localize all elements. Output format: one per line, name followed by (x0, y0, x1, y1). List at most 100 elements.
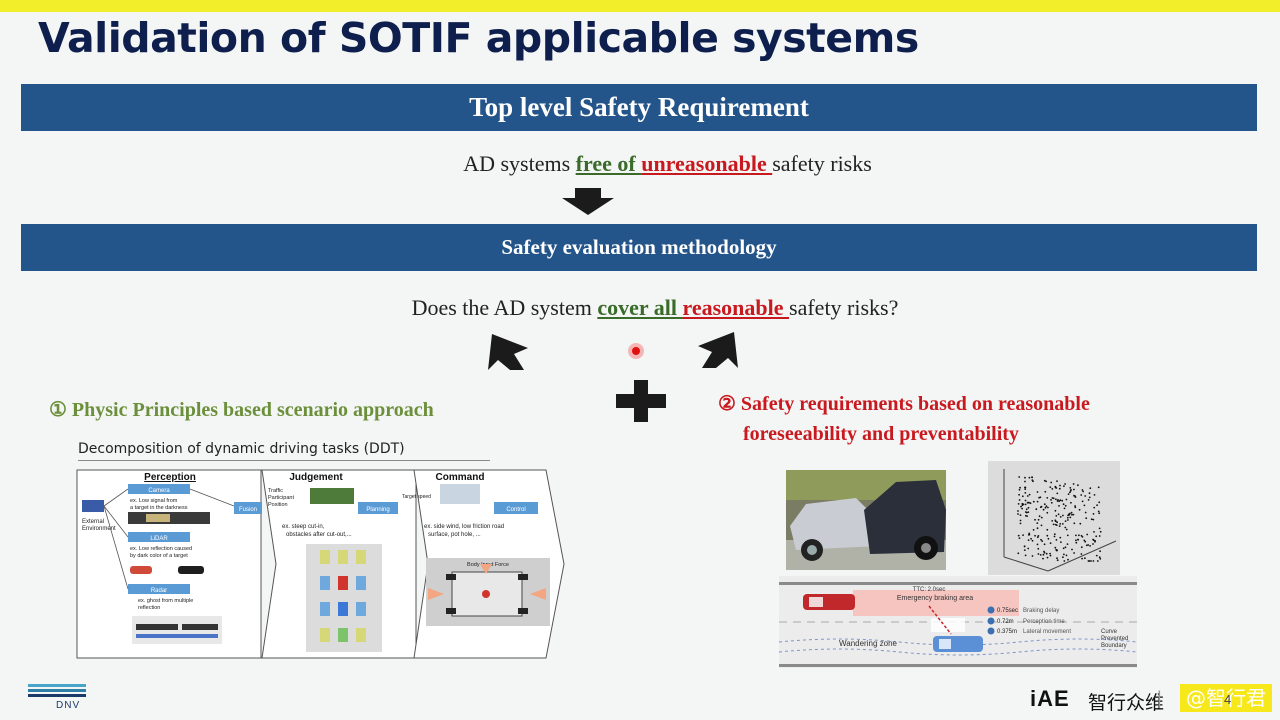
scatter-dot (1017, 503, 1020, 505)
scatter-dot (1036, 500, 1039, 503)
scatter-dot (1081, 500, 1084, 503)
scatter-dot (1046, 511, 1049, 514)
scatter-dot (1037, 547, 1040, 550)
scatter-dot (1062, 547, 1065, 550)
scatter-dot (1051, 520, 1054, 522)
command-example-2: surface, pot hole, ... (428, 532, 481, 538)
evaluation-methodology-band: Safety evaluation methodology (21, 224, 1257, 271)
scatter-dot (1037, 553, 1040, 555)
approach2-line2: foreseeability and preventability (743, 423, 1019, 445)
scatter-dot (1041, 540, 1044, 542)
scatter-dot (1019, 519, 1022, 522)
scatter-dot (1039, 554, 1042, 556)
scatter-dot (1098, 527, 1101, 530)
scatter-dot (1049, 552, 1051, 555)
scatter-dot (1073, 488, 1075, 491)
scatter-dot (1089, 545, 1091, 547)
scatter-dot (1097, 510, 1100, 513)
scatter-dot (1027, 506, 1030, 509)
scatter-dot (1066, 534, 1069, 537)
scatter-dot (1061, 523, 1064, 525)
lateral-movement-text: Lateral movement (1023, 629, 1071, 635)
scatter-dot (1028, 501, 1030, 504)
scatter-dot (1067, 493, 1070, 495)
lateral-movement-value: 0.375m (997, 629, 1017, 635)
scatter-dot (1086, 533, 1089, 536)
scatter-dot (1069, 490, 1072, 492)
scatter-dot (1046, 534, 1049, 537)
scatter-dot (1095, 554, 1098, 557)
scatter-dot (1077, 538, 1079, 541)
scatter-dot (1057, 513, 1060, 516)
scatter-dot (1080, 546, 1083, 549)
scatter-dot (1059, 499, 1062, 502)
scatter-dot (1094, 540, 1096, 543)
scatter-dot (1017, 552, 1020, 555)
scatter-dot (1022, 534, 1024, 536)
scatter-dot (1026, 495, 1029, 497)
scatter-dot (1024, 503, 1027, 506)
scatter-dot (1052, 497, 1055, 500)
traffic-label-3: Position (268, 502, 288, 508)
braking-area-label: Emergency braking area (897, 595, 973, 602)
scatter-dot (1067, 519, 1069, 521)
scatter-dot (1071, 513, 1073, 516)
scatter-dot (1035, 508, 1038, 511)
red-car-image (130, 566, 152, 574)
scatter-dot (1031, 476, 1034, 479)
scatter-dot (1047, 506, 1049, 509)
camera-example-1: ex. Low signal from (130, 498, 178, 504)
scatter-dot (1072, 483, 1075, 485)
scatter-dot (1049, 542, 1052, 545)
down-arrow-icon (562, 188, 614, 215)
scatter-dot (1080, 494, 1083, 496)
ddt-title-rule (78, 460, 490, 461)
lidar-box (128, 532, 190, 542)
scatter-dot (1027, 511, 1030, 513)
scatter-dot (1038, 496, 1040, 499)
scatter-dot (1095, 535, 1098, 538)
scatter-dot (1096, 504, 1098, 507)
scatter-dot (1071, 548, 1073, 551)
scatter-dot (1085, 517, 1088, 520)
scatter-dot (1053, 533, 1056, 536)
external-label-1: External (82, 519, 104, 525)
scatter-dot (1036, 543, 1039, 546)
scatter-dot (1063, 507, 1066, 510)
scatter-dot (1025, 508, 1028, 511)
radar-car-2 (182, 624, 218, 630)
scatter-dot (1066, 543, 1069, 545)
scatter-dot (1023, 545, 1026, 548)
radar-road (136, 634, 218, 638)
scatter-dot (1017, 513, 1019, 515)
scatter-dot (1053, 535, 1056, 538)
scatter-dot (1024, 480, 1026, 483)
braking-delay-text: Braking delay (1023, 608, 1059, 614)
scatter-dot (1021, 502, 1024, 505)
scatter-dot (1046, 556, 1049, 559)
scatter-dot (1018, 476, 1021, 478)
dnv-logo-text: DNV (56, 700, 81, 711)
scatter-dot (1099, 557, 1102, 560)
traffic-label-2: Participant (268, 495, 294, 501)
scatter-dot (1064, 504, 1067, 507)
scatter-dot (1028, 493, 1031, 496)
environment-image (82, 500, 104, 512)
planning-label: Planning (366, 507, 389, 513)
scatter-dot (1032, 500, 1035, 503)
scatter-dot (1084, 557, 1086, 560)
scatter-dot (1029, 502, 1032, 505)
scatter-dot (1098, 512, 1101, 515)
scatter-dot (1060, 541, 1062, 543)
scatter-dot (1063, 553, 1065, 556)
scatter-dot (1044, 490, 1047, 493)
target-speed-label: Target speed (402, 494, 431, 500)
scatter-dot (1087, 560, 1090, 562)
scatter-dot (1089, 487, 1092, 490)
scatter-dot (1056, 480, 1058, 482)
scatter-dot (1058, 500, 1061, 503)
scatter-dot (1063, 485, 1065, 487)
scatter-dot (1081, 557, 1083, 560)
control-label: Control (506, 507, 525, 513)
camera-box (128, 484, 190, 494)
